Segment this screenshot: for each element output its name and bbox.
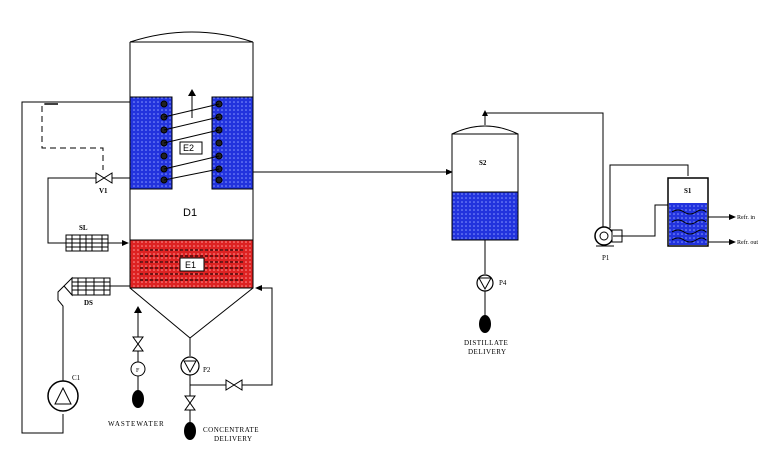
- compressor-c1: [47, 380, 79, 412]
- s1-return: [609, 164, 689, 228]
- concentrate-line: [180, 285, 273, 440]
- label-d1: D1: [183, 207, 197, 219]
- vent-line: [485, 112, 604, 228]
- recirculation-loop: [21, 101, 130, 434]
- label-ds: DS: [84, 299, 93, 307]
- label-p4: P4: [499, 279, 507, 287]
- label-refr-in: Refr. in: [737, 214, 755, 221]
- distillate-line: [476, 240, 494, 333]
- label-f: F: [136, 368, 140, 374]
- label-v1: V1: [99, 187, 108, 195]
- label-s2: S2: [479, 159, 487, 167]
- label-s1: S1: [684, 187, 692, 195]
- wastewater-feed: [130, 306, 146, 408]
- label-distillate: DISTILLATE: [464, 339, 508, 347]
- p1-outlet: [613, 204, 668, 237]
- label-distillate-delivery: DELIVERY: [468, 348, 507, 356]
- exchanger-sl: [65, 234, 109, 252]
- label-sl: SL: [79, 224, 88, 232]
- label-e2: E2: [183, 143, 194, 153]
- label-wastewater: WASTEWATER: [108, 420, 165, 428]
- tank-s2: [451, 110, 519, 241]
- heater-e1: [129, 239, 254, 289]
- label-refr-out: Refr. out: [737, 239, 758, 246]
- label-concentrate: CONCENTRATE: [203, 426, 259, 434]
- condenser-e2: [129, 89, 254, 190]
- label-c1: C1: [72, 374, 81, 382]
- label-concentrate-delivery: DELIVERY: [214, 435, 253, 443]
- label-p2: P2: [203, 366, 211, 374]
- exchanger-ds: [63, 276, 111, 297]
- label-e1: E1: [185, 260, 196, 270]
- tank-s1: [667, 177, 736, 247]
- label-p1: P1: [602, 254, 610, 262]
